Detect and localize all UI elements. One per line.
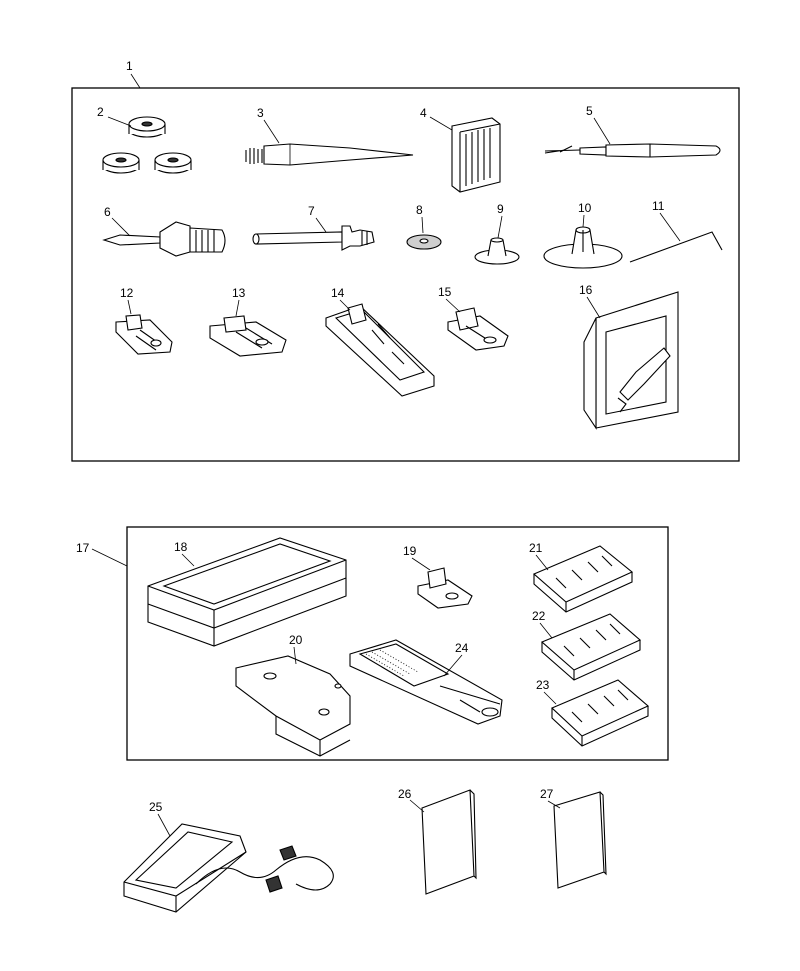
part-21-leader <box>535 554 549 571</box>
part-3-label: 3 <box>257 106 264 120</box>
attachment-case-icon <box>349 639 503 725</box>
part-21-label: 21 <box>529 541 543 555</box>
part-2-leader <box>107 116 132 127</box>
part-8-leader <box>421 216 424 234</box>
part-23-leader <box>543 691 557 705</box>
presser-foot-b-icon <box>209 315 287 357</box>
cam-plate-c-icon <box>551 679 650 747</box>
group-1-label: 1 <box>126 59 133 73</box>
part-11-leader <box>659 212 681 242</box>
part-22-label: 22 <box>532 609 546 623</box>
part-16-label: 16 <box>579 283 593 297</box>
part-16-leader <box>586 296 601 319</box>
part-12-label: 12 <box>120 286 134 300</box>
felt-disc-icon <box>406 234 442 250</box>
foot-controller-icon <box>123 823 334 913</box>
lint-brush-icon <box>245 143 414 166</box>
part-9-label: 9 <box>497 202 504 216</box>
cam-plate-a-icon <box>532 545 634 613</box>
presser-foot-d-icon <box>417 567 473 609</box>
part-6-leader <box>111 217 131 237</box>
group-1-leader <box>130 73 141 89</box>
part-4-label: 4 <box>420 106 427 120</box>
seam-ripper-icon <box>544 143 721 158</box>
part-24-leader <box>443 654 463 677</box>
spool-cap-small-icon <box>474 237 520 265</box>
group-17-leader <box>91 548 128 567</box>
part-7-leader <box>315 217 327 233</box>
part-26-label: 26 <box>398 787 412 801</box>
presser-foot-a-icon <box>115 314 173 355</box>
part-8-label: 8 <box>416 203 423 217</box>
part-19-label: 19 <box>403 544 417 558</box>
part-15-label: 15 <box>438 285 452 299</box>
part-7-label: 7 <box>308 204 315 218</box>
part-27-leader <box>547 800 561 809</box>
part-14-label: 14 <box>331 286 345 300</box>
buttonhole-foot-icon <box>325 303 435 397</box>
part-20-label: 20 <box>289 633 303 647</box>
group-17-label: 17 <box>76 541 90 555</box>
part-18-label: 18 <box>174 540 188 554</box>
group-1-box <box>71 87 740 462</box>
part-14-leader <box>339 299 351 311</box>
part-5-leader <box>593 117 611 145</box>
storage-box-icon <box>147 537 347 647</box>
part-4-leader <box>429 116 453 131</box>
spool-cap-large-icon <box>543 226 623 269</box>
part-12-leader <box>127 299 132 315</box>
screwdriver-icon <box>102 221 226 257</box>
instruction-book-icon <box>421 789 477 895</box>
part-24-label: 24 <box>455 641 469 655</box>
part-10-leader <box>582 214 585 228</box>
part-25-leader <box>157 813 171 837</box>
cam-plate-b-icon <box>540 613 642 681</box>
part-6-label: 6 <box>104 205 111 219</box>
bed-extension-icon <box>235 655 351 757</box>
part-10-label: 10 <box>578 201 592 215</box>
part-15-leader <box>445 298 461 313</box>
part-27-label: 27 <box>540 787 554 801</box>
part-2-label: 2 <box>97 105 104 119</box>
part-3-leader <box>263 119 280 144</box>
part-26-leader <box>409 799 425 813</box>
part-19-leader <box>411 557 431 571</box>
part-22-leader <box>539 622 553 639</box>
part-13-label: 13 <box>232 286 246 300</box>
presser-foot-c-icon <box>447 307 509 351</box>
part-25-label: 25 <box>149 800 163 814</box>
part-5-label: 5 <box>586 104 593 118</box>
part-9-leader <box>497 215 503 239</box>
group-17-box <box>126 526 669 761</box>
part-13-leader <box>235 299 240 317</box>
zipper-foot-card-icon <box>583 291 679 430</box>
part-11-label: 11 <box>652 199 665 213</box>
part-18-leader <box>181 553 195 567</box>
spool-pin-icon <box>252 225 375 251</box>
part-23-label: 23 <box>536 678 550 692</box>
part-20-leader <box>293 646 297 665</box>
bobbin-set-icon <box>102 116 192 174</box>
hex-wrench-icon <box>629 231 723 263</box>
booklet-icon <box>553 791 607 889</box>
needle-pack-icon <box>451 117 501 193</box>
